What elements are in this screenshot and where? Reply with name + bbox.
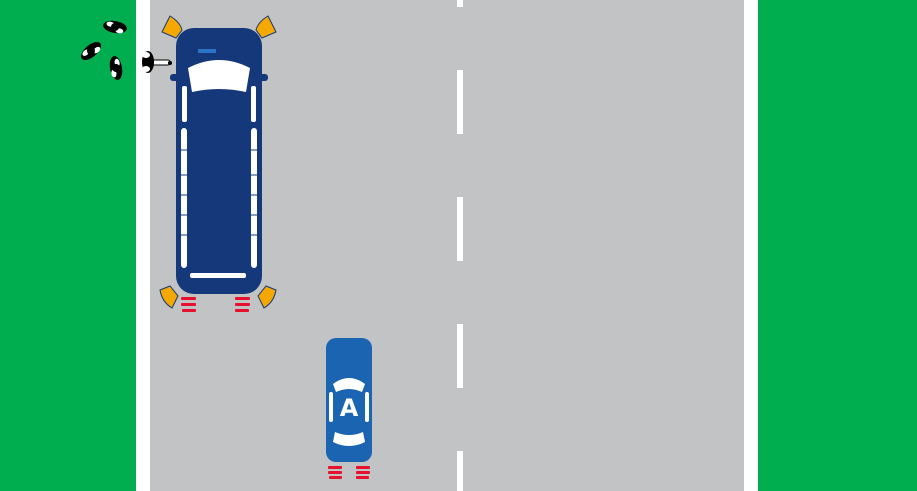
car-icon: A xyxy=(326,338,372,479)
right-edge-line xyxy=(744,0,758,491)
left-edge-line xyxy=(136,0,150,491)
right-verge xyxy=(758,0,917,491)
car-a-label: A xyxy=(340,394,359,422)
parked-van-icon xyxy=(160,16,276,312)
